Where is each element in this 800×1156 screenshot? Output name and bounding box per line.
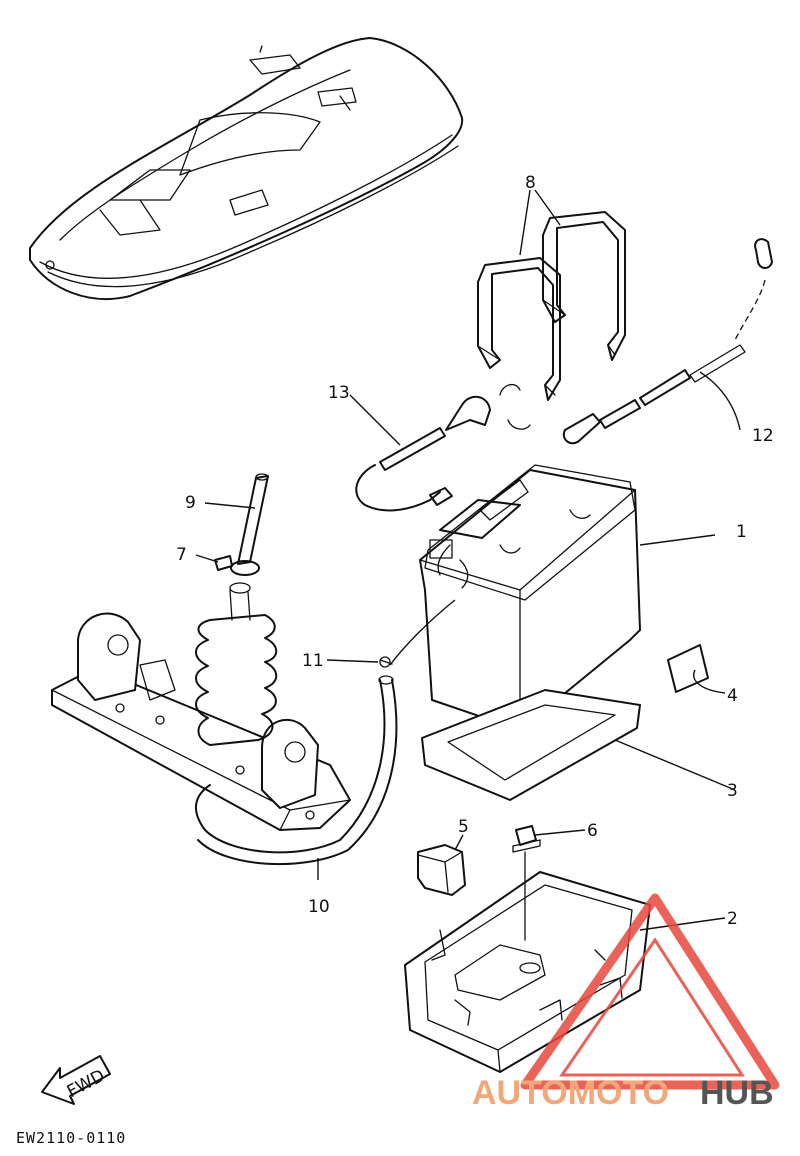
callout-12: 12 bbox=[752, 426, 774, 446]
battery-strap bbox=[477, 211, 626, 401]
callout-9: 9 bbox=[185, 493, 196, 513]
watermark-logo: AUTOMOTO HUB bbox=[472, 1074, 774, 1112]
negative-lead bbox=[355, 383, 531, 512]
callout-4: 4 bbox=[727, 686, 738, 706]
callout-10: 10 bbox=[308, 897, 330, 917]
mounting-bracket bbox=[51, 612, 351, 831]
hose-clip bbox=[379, 656, 393, 668]
callout-7: 7 bbox=[176, 545, 187, 565]
vent-pipe bbox=[237, 473, 269, 565]
positive-lead bbox=[562, 238, 773, 445]
callout-1: 1 bbox=[736, 522, 747, 542]
breather-hose bbox=[195, 675, 398, 866]
callout-8: 8 bbox=[525, 173, 536, 193]
bolt bbox=[512, 825, 541, 941]
rubber-cap bbox=[417, 844, 466, 896]
callout-6: 6 bbox=[587, 821, 598, 841]
callout-13: 13 bbox=[328, 383, 350, 403]
callout-3: 3 bbox=[727, 781, 738, 801]
battery bbox=[419, 464, 641, 731]
diagram-code: EW2110-0110 bbox=[16, 1129, 126, 1147]
forward-direction-arrow: FWD bbox=[41, 1055, 111, 1105]
watermark-triangle bbox=[520, 893, 780, 1090]
watercraft-illustration bbox=[29, 37, 464, 300]
battery-box bbox=[404, 871, 651, 1073]
battery-base-pad bbox=[421, 689, 641, 801]
callout-5: 5 bbox=[458, 817, 469, 837]
bellows-boot bbox=[195, 582, 278, 746]
callout-2: 2 bbox=[727, 909, 738, 929]
callout-11: 11 bbox=[302, 651, 324, 671]
hose-clamp bbox=[214, 555, 260, 576]
battery-pad bbox=[667, 644, 709, 693]
watermark-text-part2: HUB bbox=[700, 1074, 774, 1112]
watermark-text-part1: AUTOMOTO bbox=[472, 1074, 669, 1112]
leader-lines bbox=[195, 189, 741, 931]
